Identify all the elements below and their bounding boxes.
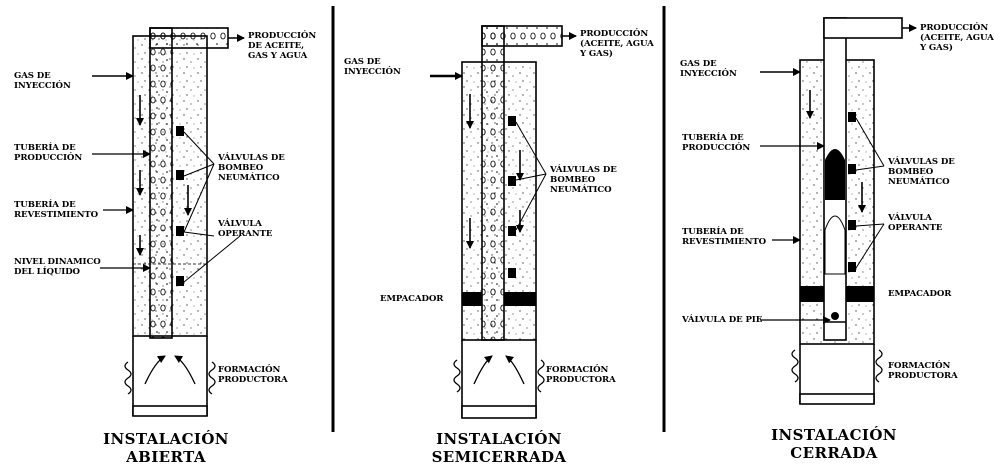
gas-lift-valve — [508, 226, 516, 236]
panel-abierta — [92, 27, 245, 417]
gas-lift-valve — [848, 220, 856, 230]
production-tubing — [149, 27, 173, 339]
production-tubing — [481, 25, 505, 341]
gas-lift-valve — [176, 226, 184, 236]
production-line — [149, 27, 229, 49]
panel-semicerrada — [430, 25, 577, 419]
packer-label: EMPACADOR — [888, 289, 952, 299]
gas-lift-valve — [848, 262, 856, 272]
gas-lift-valve — [508, 268, 516, 278]
production-line — [481, 25, 563, 47]
packer-label: EMPACADOR — [380, 294, 444, 304]
panel-cerrada — [760, 17, 917, 405]
packer — [462, 292, 482, 306]
gas-lift-valve — [848, 164, 856, 174]
gas-lift-valve — [508, 176, 516, 186]
production-line — [823, 17, 903, 39]
packer — [800, 286, 824, 302]
gas-lift-valve — [176, 276, 184, 286]
packer — [504, 292, 536, 306]
gas-lift-valve — [176, 170, 184, 180]
gas-lift-valve — [508, 116, 516, 126]
standing-valve-label: VÁLVULA DE PIE — [681, 313, 763, 325]
gas-lift-valve — [176, 126, 184, 136]
liquid-slug — [825, 149, 845, 200]
standing-valve — [831, 312, 839, 320]
packer — [846, 286, 874, 302]
gas-lift-valve — [848, 112, 856, 122]
